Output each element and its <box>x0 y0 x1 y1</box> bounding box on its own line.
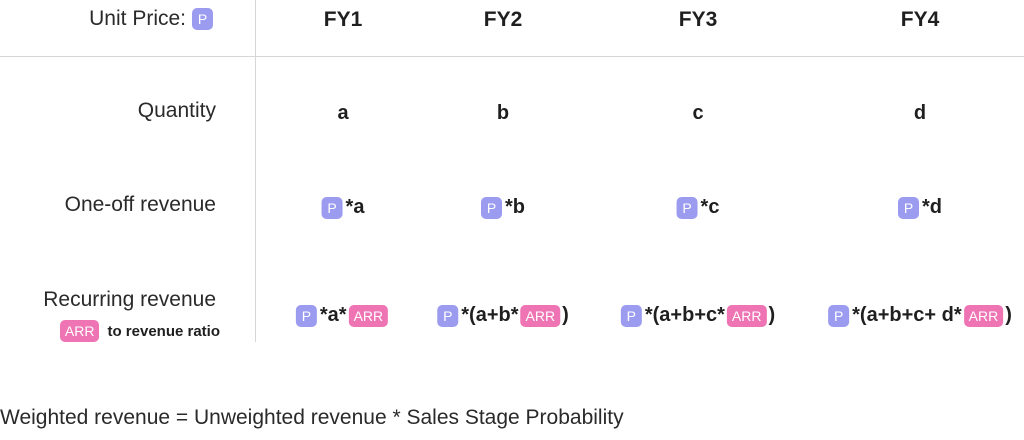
one-off-cell-fy1: P *a <box>321 196 365 219</box>
recurring-cell-fy2: P *(a+b* ARR ) <box>437 304 569 327</box>
quantity-cell-fy3: c <box>692 102 704 124</box>
quantity-cell-fy1: a <box>337 102 349 124</box>
arr-badge: ARR <box>520 304 561 327</box>
arr-badge: ARR <box>59 320 100 342</box>
formula-text: *c <box>700 196 720 218</box>
formula-text: *(a+b* <box>461 304 519 326</box>
p-badge: P <box>828 304 850 327</box>
one-off-cell-fy4: P *d <box>898 196 942 219</box>
formula-text: *(a+b+c+ d* <box>852 304 962 326</box>
column-header-fy4: FY4 <box>900 8 940 31</box>
recurring-cell-fy4: P *(a+b+c+ d* ARR ) <box>828 304 1012 327</box>
recurring-cell-fy3: P *(a+b+c* ARR ) <box>620 304 776 327</box>
quantity-label: Quantity <box>137 99 216 122</box>
formula-close: ) <box>1005 304 1012 326</box>
p-badge: P <box>437 304 459 327</box>
header-divider <box>0 56 1024 57</box>
p-badge: P <box>898 196 919 219</box>
formula-text: *d <box>922 196 942 218</box>
p-badge: P <box>676 196 698 219</box>
formula-text: *(a+b+c* <box>644 304 725 326</box>
column-header-fy2: FY2 <box>483 8 523 31</box>
vertical-divider <box>255 0 256 342</box>
weighted-revenue-note: Weighted revenue = Unweighted revenue * … <box>0 406 624 429</box>
p-badge: P <box>192 8 213 30</box>
formula-text: *b <box>505 196 525 218</box>
recurring-revenue-label: Recurring revenue <box>43 288 216 311</box>
arr-ratio-label: ARR to revenue ratio <box>58 320 220 342</box>
p-badge: P <box>295 304 317 327</box>
one-off-cell-fy2: P *b <box>481 196 525 219</box>
formula-text: *a <box>345 196 365 218</box>
quantity-cell-fy2: b <box>496 102 510 124</box>
column-header-fy1: FY1 <box>323 8 363 31</box>
formula-close: ) <box>768 304 776 326</box>
recurring-cell-fy1: P *a* ARR <box>295 304 390 327</box>
unit-price-label: Unit Price: P <box>89 7 216 31</box>
formula-text: *a* <box>319 304 347 326</box>
unit-price-text: Unit Price: <box>89 7 186 30</box>
quantity-cell-fy4: d <box>913 102 927 124</box>
column-header-fy3: FY3 <box>678 8 718 31</box>
formula-close: ) <box>562 304 569 326</box>
arr-badge: ARR <box>348 304 389 327</box>
p-badge: P <box>321 196 343 219</box>
one-off-cell-fy3: P *c <box>676 196 720 219</box>
arr-ratio-text: to revenue ratio <box>107 322 220 340</box>
arr-badge: ARR <box>726 304 767 327</box>
one-off-revenue-label: One-off revenue <box>64 193 216 216</box>
arr-badge: ARR <box>963 304 1004 327</box>
p-badge: P <box>620 304 642 327</box>
p-badge: P <box>481 196 502 219</box>
